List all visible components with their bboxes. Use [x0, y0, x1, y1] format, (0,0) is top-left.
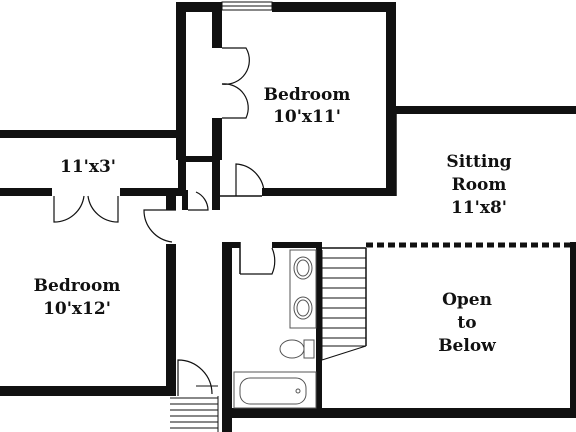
bathtub-icon [233, 371, 317, 409]
sink-lower-icon [293, 296, 313, 320]
wall-left-bedroom-right [166, 244, 176, 396]
wall-top-bedroom-inner-left [212, 12, 222, 48]
label-bedroom-left-size: 10'x12' [43, 299, 111, 319]
label-sitting-line2: Room [452, 175, 507, 195]
wall-top-bedroom-top [176, 2, 222, 12]
wall-top-bedroom-inner-stub [212, 118, 222, 160]
stairs [321, 250, 367, 361]
door-left-bedroom [143, 209, 176, 243]
wall-sitting-top [386, 106, 576, 114]
label-bedroom-top-name: Bedroom [264, 85, 351, 105]
entry-stairs [170, 385, 219, 432]
labels: Bedroom 10'x11' 11'x3' Sitting Room 11'x… [34, 85, 512, 356]
wall-right-edge [570, 242, 576, 418]
door-linen [188, 191, 209, 211]
door-top-closet-upper [221, 47, 250, 85]
door-top-closet-lower [221, 83, 249, 119]
label-sitting-size: 11'x8' [451, 198, 507, 218]
wall-bath-top-right [272, 242, 322, 248]
bathtub-inner-icon [239, 377, 307, 405]
label-open-line1: Open [442, 290, 492, 310]
door-bathroom [240, 247, 276, 275]
door-top-bedroom [235, 163, 265, 197]
label-open-line2: to [457, 313, 476, 333]
door-stair-bottom [177, 359, 213, 396]
wall-bath-left [222, 242, 232, 432]
label-sitting-line1: Sitting [446, 152, 511, 172]
sink-lower-inner-icon [296, 299, 310, 317]
wall-closet-bottom-right [120, 188, 186, 196]
wall-left-bedroom-right-top [166, 196, 176, 210]
wall-top-bedroom-right [386, 2, 396, 196]
label-bedroom-left-name: Bedroom [34, 276, 121, 296]
label-open-line3: Below [438, 336, 496, 356]
wall-bath-bottom [222, 408, 576, 418]
vanity [289, 249, 317, 329]
toilet-bowl-icon [279, 339, 305, 359]
wall-bath-top [222, 242, 240, 248]
sink-upper-icon [293, 256, 313, 280]
wall-top-bedroom-left [176, 2, 186, 160]
door-closet-left [53, 195, 85, 223]
label-closet-size: 11'x3' [60, 157, 116, 177]
wall-bath-right [316, 242, 322, 410]
wall-closet-top [0, 130, 186, 138]
bath-fixtures [233, 249, 317, 409]
wall-top-bedroom-bottom [262, 188, 396, 196]
toilet-tank-icon [303, 339, 315, 359]
thin-lines [220, 114, 397, 346]
top-window [221, 1, 273, 11]
wall-hall-mid [186, 156, 220, 162]
wall-closet-bottom-left [0, 188, 52, 196]
wall-hall-vert [212, 160, 220, 210]
wall-hall-left [182, 190, 188, 210]
door-closet-right [87, 195, 119, 223]
wall-left-bedroom-bottom [0, 386, 176, 396]
label-bedroom-top-size: 10'x11' [273, 107, 341, 127]
wall-top-bedroom-top-right [272, 2, 396, 12]
sink-upper-inner-icon [296, 259, 310, 277]
doors [53, 47, 276, 396]
wall-closet-right [178, 130, 186, 190]
tub-drain-icon [295, 388, 301, 394]
